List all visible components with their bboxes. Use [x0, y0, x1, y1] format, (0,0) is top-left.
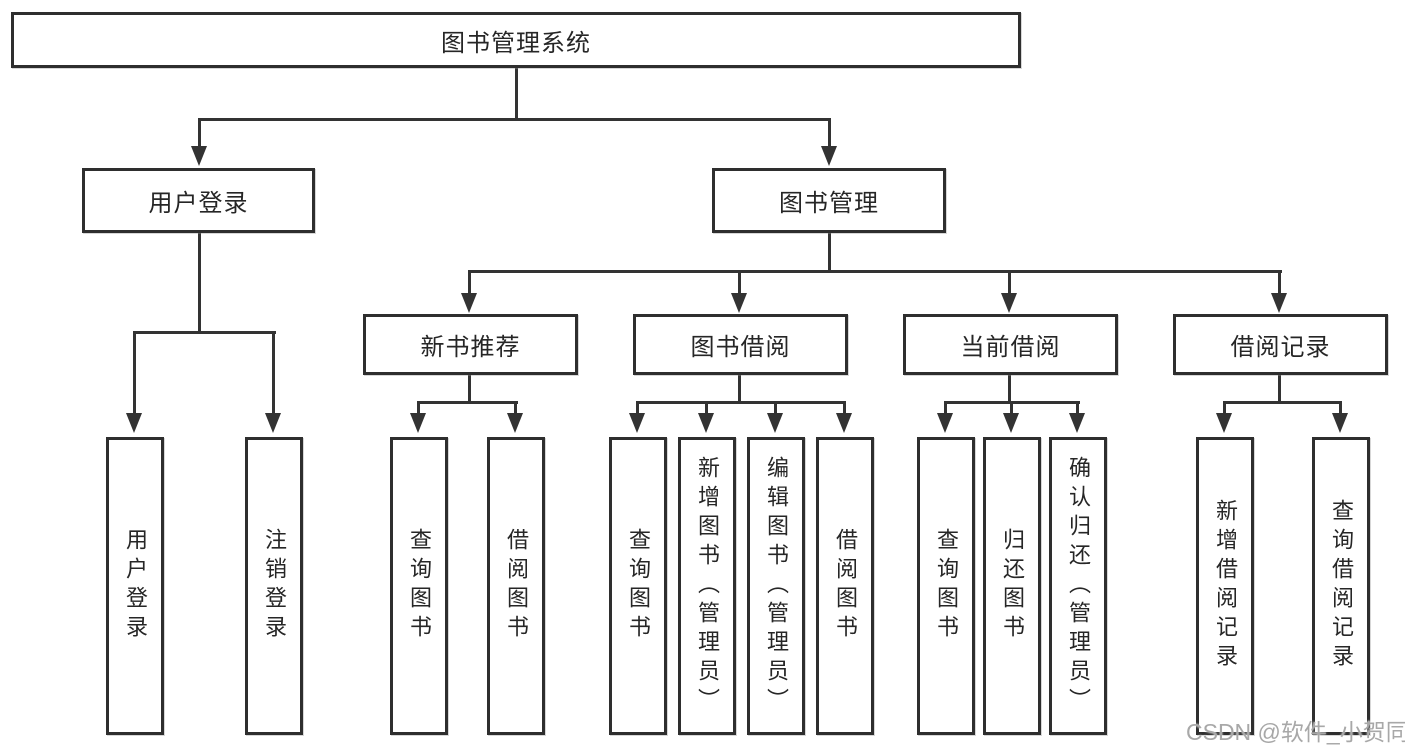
leaf-edit-books-admin: 编辑图书（管理员）	[747, 437, 805, 735]
connector-drop	[1223, 404, 1226, 413]
leaf-borrow-books-recommend-label: 借阅图书	[504, 528, 529, 644]
leaf-logout-label: 注销登录	[262, 528, 287, 644]
connector-bookmgmt-hline	[468, 270, 1282, 273]
node-new-book-recommend-label: 新书推荐	[420, 334, 521, 361]
leaf-borrow-books: 借阅图书	[816, 437, 874, 735]
node-user-login: 用户登录	[82, 168, 315, 233]
leaf-borrow-books-recommend: 借阅图书	[487, 437, 545, 735]
node-borrow-records: 借阅记录	[1173, 314, 1388, 375]
connector-drop	[272, 334, 275, 413]
connector-drop	[944, 404, 947, 413]
connector-bookmgmt-stub	[828, 233, 831, 272]
arrow-down-icon	[767, 413, 783, 433]
leaf-add-borrow-record: 新增借阅记录	[1196, 437, 1254, 735]
leaf-return-books-label: 归还图书	[1000, 528, 1025, 644]
arrow-down-icon	[1216, 413, 1232, 433]
leaf-logout: 注销登录	[245, 437, 303, 735]
connector-drop	[198, 121, 201, 146]
leaf-query-books-borrowing-label: 查询图书	[626, 528, 651, 644]
connector-borrowing-stub	[738, 375, 741, 403]
connector-recommend-hline	[417, 401, 518, 404]
leaf-query-books-borrowing: 查询图书	[609, 437, 667, 735]
arrow-down-icon	[265, 413, 281, 433]
node-book-management: 图书管理	[712, 168, 946, 233]
arrow-down-icon	[191, 146, 207, 166]
connector-drop	[1278, 273, 1281, 293]
arrow-down-icon	[821, 146, 837, 166]
connector-drop	[738, 273, 741, 293]
connector-userlogin-hline	[133, 331, 276, 334]
leaf-query-borrow-record-label: 查询借阅记录	[1329, 499, 1354, 673]
connector-drop	[468, 273, 471, 293]
leaf-confirm-return-admin-label: 确认归还（管理员）	[1066, 455, 1091, 717]
leaf-query-books-current: 查询图书	[917, 437, 975, 735]
connector-drop	[1076, 404, 1079, 413]
connector-current-stub	[1008, 375, 1011, 403]
connector-drop	[514, 404, 517, 413]
leaf-add-books-admin-label: 新增图书（管理员）	[695, 455, 720, 717]
arrow-down-icon	[507, 413, 523, 433]
arrow-down-icon	[1001, 293, 1017, 313]
csdn-watermark: CSDN @软件_小贺同学	[1186, 719, 1405, 745]
arrow-down-icon	[1003, 413, 1019, 433]
connector-drop	[1339, 404, 1342, 413]
arrow-down-icon	[410, 413, 426, 433]
arrow-down-icon	[629, 413, 645, 433]
leaf-return-books: 归还图书	[983, 437, 1041, 735]
leaf-query-books-recommend: 查询图书	[390, 437, 448, 735]
connector-drop	[774, 404, 777, 413]
leaf-user-login: 用户登录	[106, 437, 164, 735]
connector-records-hline	[1223, 401, 1342, 404]
connector-borrowing-hline	[636, 401, 846, 404]
connector-drop	[1010, 404, 1013, 413]
arrow-down-icon	[698, 413, 714, 433]
arrow-down-icon	[1332, 413, 1348, 433]
leaf-query-books-recommend-label: 查询图书	[407, 528, 432, 644]
arrow-down-icon	[461, 293, 477, 313]
leaf-query-borrow-record: 查询借阅记录	[1312, 437, 1370, 735]
connector-recommend-stub	[468, 375, 471, 403]
connector-drop	[828, 121, 831, 146]
connector-root-stub	[515, 68, 518, 120]
connector-root-hline	[198, 118, 831, 121]
connector-drop	[1008, 273, 1011, 293]
connector-drop	[636, 404, 639, 413]
node-user-login-label: 用户登录	[148, 190, 249, 217]
arrow-down-icon	[836, 413, 852, 433]
leaf-edit-books-admin-label: 编辑图书（管理员）	[764, 455, 789, 717]
node-borrow-records-label: 借阅记录	[1230, 334, 1331, 361]
node-current-borrowing: 当前借阅	[903, 314, 1118, 375]
node-book-borrowing-label: 图书借阅	[690, 334, 791, 361]
node-root-label: 图书管理系统	[441, 29, 591, 57]
leaf-borrow-books-label: 借阅图书	[833, 528, 858, 644]
connector-drop	[705, 404, 708, 413]
leaf-add-books-admin: 新增图书（管理员）	[678, 437, 736, 735]
connector-drop	[133, 334, 136, 413]
connector-drop	[417, 404, 420, 413]
leaf-add-borrow-record-label: 新增借阅记录	[1213, 499, 1238, 673]
node-current-borrowing-label: 当前借阅	[960, 334, 1061, 361]
node-book-borrowing: 图书借阅	[633, 314, 848, 375]
connector-drop	[843, 404, 846, 413]
connector-records-stub	[1278, 375, 1281, 403]
arrow-down-icon	[937, 413, 953, 433]
arrow-down-icon	[1271, 293, 1287, 313]
node-root-library-system: 图书管理系统	[11, 12, 1021, 68]
arrow-down-icon	[731, 293, 747, 313]
node-new-book-recommend: 新书推荐	[363, 314, 578, 375]
arrow-down-icon	[126, 413, 142, 433]
leaf-query-books-current-label: 查询图书	[934, 528, 959, 644]
leaf-confirm-return-admin: 确认归还（管理员）	[1049, 437, 1107, 735]
connector-current-hline	[944, 401, 1080, 404]
arrow-down-icon	[1069, 413, 1085, 433]
node-book-management-label: 图书管理	[779, 190, 879, 217]
connector-userlogin-stub	[198, 233, 201, 331]
leaf-user-login-label: 用户登录	[123, 528, 148, 644]
